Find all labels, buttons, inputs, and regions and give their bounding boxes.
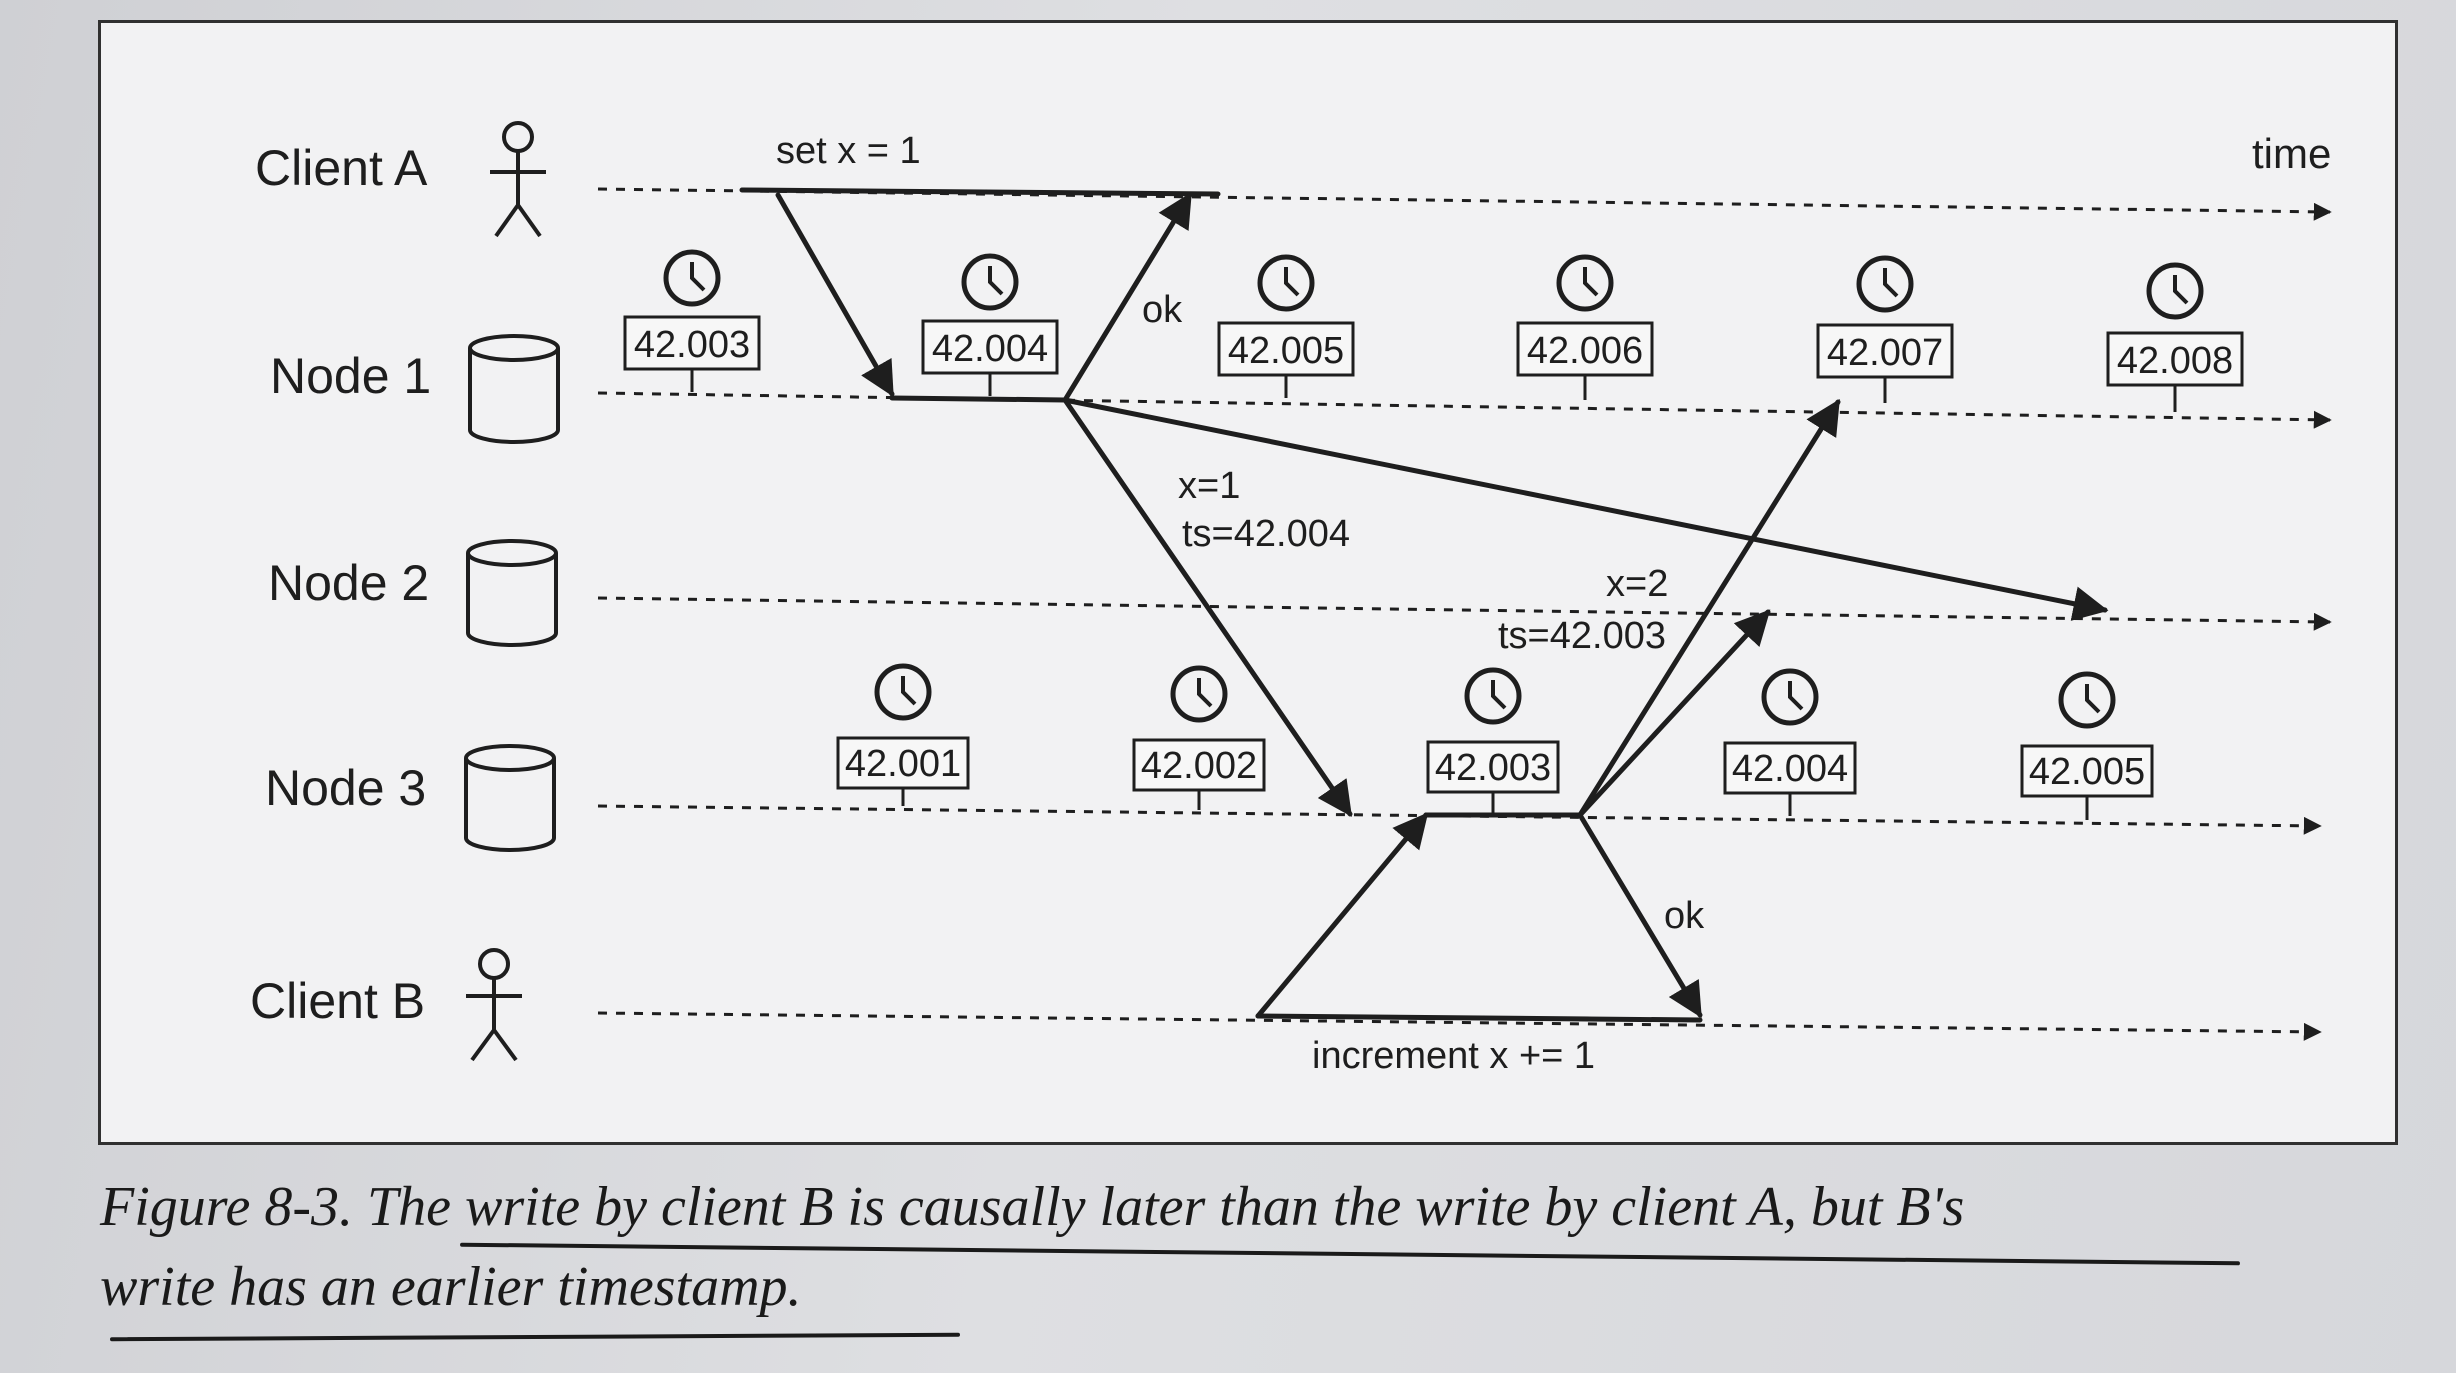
replicate-x1-to-node3-arrow	[1062, 397, 1353, 817]
node-3-clock: 42.004	[1723, 668, 1857, 816]
client-a-active-period	[739, 187, 1221, 197]
person-icon	[466, 948, 522, 1062]
node-1-clock: 42.003	[623, 249, 761, 392]
clock-reading: 42.005	[2029, 751, 2145, 793]
database-icon	[468, 334, 560, 444]
node-1-label: Node 1	[270, 348, 431, 404]
clock-reading: 42.004	[1732, 748, 1848, 790]
ts1-label: ts=42.004	[1182, 513, 1350, 555]
ok-response-arrow-b	[1577, 812, 1703, 1019]
clock-icon	[2058, 671, 2116, 729]
replicate-x2-to-node1-arrow	[1577, 399, 1841, 818]
clock-icon	[1856, 255, 1914, 313]
replicate-x1-to-node2-arrow	[1062, 397, 2109, 621]
ok-label-b: ok	[1664, 895, 1705, 937]
x2-label: x=2	[1606, 563, 1668, 605]
node-1-clock: 42.008	[2106, 262, 2244, 412]
figure-caption-line-2: write has an earlier timestamp.	[100, 1256, 802, 1318]
clock-reading: 42.003	[634, 324, 750, 366]
node-3-clock: 42.005	[2020, 671, 2154, 820]
node-1-timeline	[597, 391, 2332, 429]
node-3-clock: 42.003	[1426, 667, 1560, 813]
node-3-clock: 42.001	[836, 663, 970, 806]
ok-response-arrow	[1062, 192, 1193, 403]
node-1-clock: 42.004	[921, 253, 1059, 396]
clock-icon	[2146, 262, 2204, 320]
clock-reading: 42.007	[1827, 332, 1943, 374]
clock-reading: 42.003	[1435, 747, 1551, 789]
clock-icon	[961, 253, 1019, 311]
time-label: time	[2252, 130, 2331, 177]
node-2-timeline	[597, 596, 2332, 631]
node-2-label: Node 2	[268, 555, 429, 611]
ok-label: ok	[1142, 289, 1183, 331]
clock-reading: 42.005	[1228, 330, 1344, 372]
clock-reading: 42.006	[1527, 330, 1643, 372]
node-1-clock: 42.006	[1516, 254, 1654, 400]
clock-reading: 42.001	[845, 743, 961, 785]
client-a-label: Client A	[255, 140, 428, 196]
x1-label: x=1	[1178, 465, 1240, 507]
clock-reading: 42.004	[932, 328, 1048, 370]
client-b-active-period	[1255, 1013, 1703, 1023]
node-1-clock: 42.005	[1217, 254, 1355, 398]
clock-icon	[874, 663, 932, 721]
database-icon	[464, 744, 556, 852]
clock-icon	[663, 249, 721, 307]
node-1-active-period	[889, 395, 1068, 403]
clock-icon	[1257, 254, 1315, 312]
set-x-label: set x = 1	[776, 130, 921, 172]
node-3-label: Node 3	[265, 760, 426, 816]
database-icon	[466, 539, 558, 647]
figure-caption-line-1: Figure 8-3. The write by client B is cau…	[100, 1176, 1965, 1238]
set-request-arrow	[775, 192, 895, 398]
increment-request-arrow	[1255, 812, 1429, 1019]
increment-label: increment x += 1	[1312, 1035, 1595, 1077]
clock-icon	[1556, 254, 1614, 312]
node-1-clock: 42.007	[1816, 255, 1954, 403]
ts2-label: ts=42.003	[1498, 615, 1666, 657]
clock-reading: 42.008	[2117, 340, 2233, 382]
node-3-clock: 42.002	[1132, 665, 1266, 810]
clock-icon	[1761, 668, 1819, 726]
clock-icon	[1170, 665, 1228, 723]
person-icon	[490, 121, 546, 238]
replicate-x2-to-node2-arrow	[1577, 609, 1771, 818]
client-b-label: Client B	[250, 973, 425, 1029]
clock-icon	[1464, 667, 1522, 725]
clock-reading: 42.002	[1141, 745, 1257, 787]
